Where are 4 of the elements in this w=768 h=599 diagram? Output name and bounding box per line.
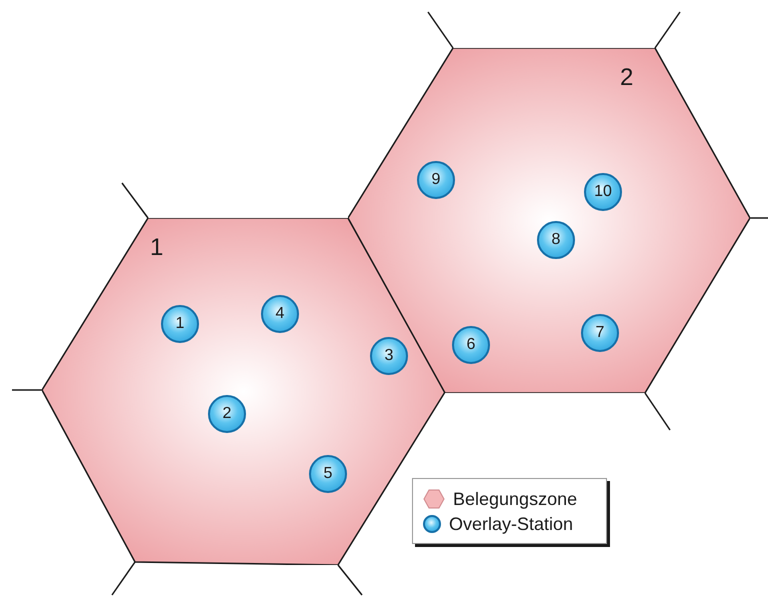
zone-number: 1	[150, 236, 164, 260]
legend-label: Overlay-Station	[449, 515, 574, 533]
zone-number: 2	[620, 66, 634, 90]
legend-label: Belegungszone	[453, 490, 578, 508]
